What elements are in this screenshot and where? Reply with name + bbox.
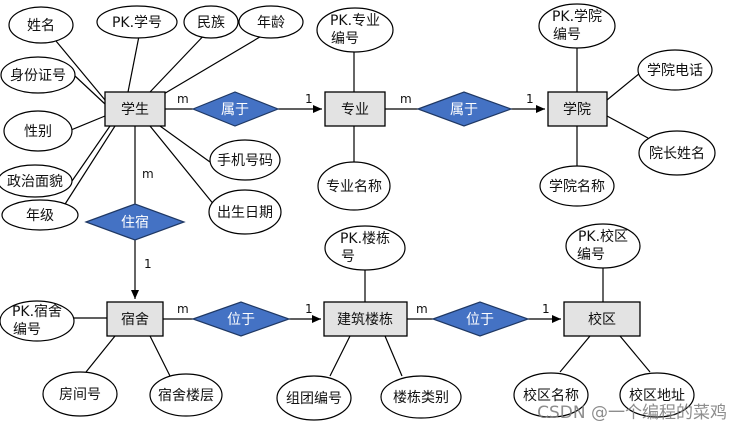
attribute-links — [55, 28, 651, 377]
attr-student-idcard: 身份证号 — [10, 68, 66, 84]
attr-dorm-floor: 宿舍楼层 — [158, 387, 214, 404]
rel-major-college: 属于 — [450, 102, 478, 118]
attr-college-phone: 学院电话 — [647, 63, 703, 79]
entity-college: 学院 — [563, 102, 591, 118]
attr-student-age: 年龄 — [257, 15, 285, 31]
attr-student-ethnicity: 民族 — [197, 15, 225, 31]
relationship-links — [131, 105, 561, 323]
attr-building-group: 组团编号 — [286, 391, 342, 407]
card-student-dorm-1: 1 — [144, 257, 152, 271]
attr-college-name: 学院名称 — [549, 179, 605, 195]
relationship-labels: 属于 属于 住宿 位于 位于 — [121, 102, 494, 328]
entity-labels: 学生 专业 学院 宿舍 建筑楼栋 校区 — [121, 102, 616, 328]
rel-student-major: 属于 — [221, 102, 249, 118]
rel-student-major-shape[interactable] — [191, 91, 280, 127]
watermark: CSDN @一个编程的菜鸡 — [537, 403, 727, 423]
attr-student-phone: 手机号码 — [217, 153, 273, 169]
attr-college-id-line2: 编号 — [553, 27, 581, 43]
entity-campus: 校区 — [588, 311, 616, 328]
rel-student-dorm: 住宿 — [121, 214, 149, 231]
attr-major-id-line2: 编号 — [331, 31, 359, 47]
relationships — [84, 91, 530, 337]
attr-dorm-room: 房间号 — [59, 387, 101, 403]
card-building-campus-1: 1 — [542, 302, 550, 316]
card-dorm-building-m: m — [177, 302, 189, 316]
entity-college-box[interactable] — [547, 91, 608, 127]
entity-campus-box[interactable] — [563, 301, 641, 337]
card-major-college-1: 1 — [526, 92, 534, 106]
attr-building-id-line1: PK.楼栋 — [340, 230, 390, 247]
entity-dorm-box[interactable] — [106, 301, 164, 337]
rel-dorm-building: 位于 — [227, 312, 255, 328]
attr-student-name: 姓名 — [27, 18, 55, 34]
attr-campus-name: 校区名称 — [523, 387, 579, 404]
cardinality-labels: m 1 m 1 m 1 m 1 m 1 — [142, 92, 550, 316]
card-student-major-m: m — [177, 92, 189, 106]
card-student-dorm-m: m — [142, 167, 154, 181]
attr-major-id-line1: PK.专业 — [330, 13, 380, 29]
attr-student-grade: 年级 — [26, 208, 54, 224]
attr-campus-addr: 校区地址 — [629, 387, 685, 404]
card-dorm-building-1: 1 — [305, 302, 313, 316]
entity-major-box[interactable] — [324, 91, 386, 127]
card-building-campus-m: m — [416, 302, 428, 316]
card-student-major-1: 1 — [305, 92, 313, 106]
entity-student-box[interactable] — [104, 91, 166, 127]
entity-building-box[interactable] — [323, 301, 408, 337]
attr-student-birth: 出生日期 — [217, 205, 273, 221]
rel-building-campus: 位于 — [466, 312, 494, 328]
entity-building: 建筑楼栋 — [337, 311, 393, 328]
entity-student: 学生 — [121, 102, 149, 118]
attr-dorm-id-line2: 编号 — [13, 322, 41, 338]
attr-building-id-line2: 号 — [341, 249, 355, 265]
rel-student-dorm-shape[interactable] — [84, 203, 186, 241]
attr-major-name: 专业名称 — [326, 179, 382, 195]
attr-campus-id-line2: 编号 — [577, 247, 605, 263]
attr-student-id: PK.学号 — [112, 15, 162, 31]
attribute-labels: 姓名 PK.学号 民族 年龄 身份证号 性别 政治面貌 年级 手机号码 出生日期… — [7, 9, 705, 407]
entities — [104, 91, 641, 337]
attr-college-dean: 院长姓名 — [649, 146, 705, 162]
rel-building-campus-shape[interactable] — [431, 301, 530, 337]
attr-building-type: 楼栋类别 — [393, 389, 449, 406]
attr-student-political: 政治面貌 — [7, 174, 63, 190]
attr-student-gender: 性别 — [24, 124, 52, 140]
entity-major: 专业 — [341, 102, 369, 118]
card-major-college-m: m — [400, 92, 412, 106]
rel-dorm-building-shape[interactable] — [191, 301, 291, 337]
attr-dorm-id-line1: PK.宿舍 — [12, 303, 62, 320]
attr-campus-id-line1: PK.校区 — [578, 228, 628, 245]
entity-dorm: 宿舍 — [121, 311, 149, 328]
rel-major-college-shape[interactable] — [416, 91, 513, 127]
attr-college-id-line1: PK.学院 — [552, 9, 602, 25]
attribute-shapes — [0, 3, 716, 421]
